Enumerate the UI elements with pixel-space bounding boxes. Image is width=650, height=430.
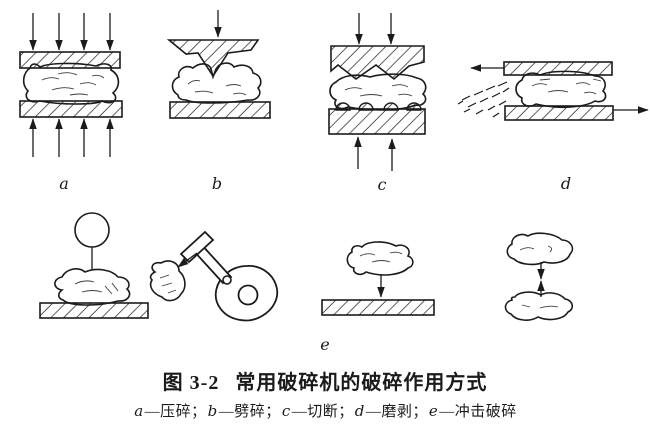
toothed-jaw-bottom [328, 102, 426, 135]
legend-separator: ； [191, 404, 207, 420]
rock-texture [41, 72, 105, 96]
legend-item-a: a—压碎 [133, 402, 192, 420]
legend-separator: ； [265, 404, 281, 420]
rotor-hole [237, 284, 259, 306]
legend-item-b: b—劈碎 [207, 402, 266, 420]
rock-texture [344, 84, 413, 97]
legend-dash: — [291, 404, 308, 420]
rock [22, 62, 120, 105]
legend-term-c: 切断 [307, 404, 339, 420]
debris-particles [457, 81, 510, 118]
jaw-arrows-up [354, 136, 396, 171]
legend-separator: ； [412, 404, 428, 420]
hammer-strike-arrow [177, 252, 198, 268]
panel-label-e: e [320, 335, 329, 354]
rock-upper [506, 232, 574, 266]
press-plate-bottom [19, 100, 123, 118]
panel-b-splitting: b [166, 10, 271, 193]
press-plate-top [19, 51, 121, 69]
rock-collision-impact [504, 232, 574, 321]
shear-plate-top [503, 61, 613, 76]
press-arrows-down [29, 13, 114, 51]
drop-ball-impact [39, 212, 149, 319]
rock-texture [531, 78, 602, 95]
figure-legend: a—压碎；b—劈碎；c—切断；d—磨剥；e—冲击破碎 [0, 400, 650, 421]
legend-dash: — [439, 404, 455, 420]
legend-item-c: c—切断 [281, 402, 339, 420]
figure-number: 图 3-2 [162, 372, 220, 394]
rock [54, 268, 131, 306]
legend-item-e: e—冲击破碎 [428, 402, 517, 420]
rock-texture [519, 245, 559, 309]
rock [329, 73, 427, 111]
rock [515, 70, 607, 109]
rock-texture [74, 280, 119, 295]
rock [346, 241, 414, 276]
hammer-pivot [222, 275, 232, 285]
panel-label-c: c [378, 175, 387, 194]
legend-key-b: b [207, 402, 218, 420]
toothed-jaw-top [330, 45, 425, 81]
legend-key-c: c [281, 402, 291, 420]
press-arrows-up [29, 118, 114, 157]
wedge-tool [166, 39, 260, 78]
legend-key-a: a [134, 402, 144, 420]
legend-dash: — [365, 404, 382, 420]
legend-dash: — [144, 404, 161, 420]
legend-term-a: 压碎 [160, 404, 192, 420]
base-plate [169, 101, 271, 119]
legend-term-e: 冲击破碎 [454, 404, 517, 420]
panel-a-compression: a [19, 13, 123, 193]
hammer-head [179, 230, 215, 264]
rock-texture [187, 79, 247, 96]
panel-d-abrasion: d [457, 61, 649, 193]
rock [149, 260, 186, 302]
legend-separator: ； [338, 404, 354, 420]
base-plate [321, 299, 435, 316]
legend-term-b: 劈碎 [234, 404, 266, 420]
jaw-arrows-down [355, 13, 395, 45]
legend-key-e: e [428, 402, 439, 420]
legend-dash: — [218, 404, 235, 420]
rock-texture [359, 251, 403, 263]
legend-key-d: d [354, 402, 365, 420]
falling-rock-impact [321, 241, 435, 316]
panel-label-b: b [212, 174, 222, 193]
base-plate [39, 302, 149, 319]
panel-c-shearing: c [328, 13, 427, 194]
figure-caption-line1: 图 3-2 常用破碎机的破碎作用方式 [0, 366, 650, 395]
legend-item-d: d—磨剥 [354, 402, 413, 420]
rock-lower [504, 291, 574, 321]
legend-term-d: 磨剥 [381, 404, 413, 420]
shear-plate-bottom [504, 105, 614, 121]
panel-label-d: d [561, 174, 571, 193]
panel-label-a: a [59, 174, 69, 193]
hammer-impact [149, 230, 279, 322]
panel-e-impact: e [39, 212, 574, 354]
figure-title: 常用破碎机的破碎作用方式 [235, 372, 488, 394]
drop-ball [74, 212, 110, 248]
rock-texture [159, 274, 177, 294]
